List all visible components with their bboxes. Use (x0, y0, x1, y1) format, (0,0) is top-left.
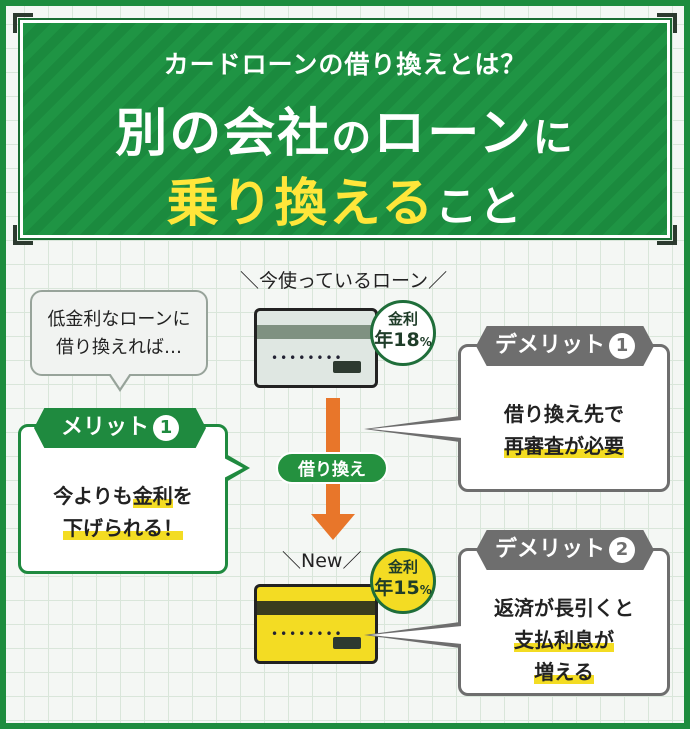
corner-mark (657, 225, 677, 245)
bubble-line: 低金利なローンに (47, 309, 191, 330)
title-text: こと (435, 182, 524, 231)
demerit-number-badge: 2 (609, 537, 635, 563)
demerit-line: 増える (458, 656, 670, 688)
bubble-tail (110, 373, 130, 388)
merit-text-part: を (172, 484, 193, 508)
demerit-highlight: 再審査が必要 (504, 434, 624, 458)
rate-prefix: 年 (374, 329, 394, 351)
rate-label: 金利 (387, 558, 418, 576)
rate-value: 年18% (373, 328, 433, 354)
demerit-pointer (370, 420, 462, 438)
demerit-highlight: 増える (534, 660, 594, 684)
merit-text-part: 今よりも (53, 484, 133, 508)
current-loan-caption: ＼今使っているローン／ (240, 270, 448, 292)
demerit-pointer (370, 626, 462, 644)
banner-title-line2: 乗り換えること (23, 161, 667, 236)
thought-bubble: 低金利なローンに 借り換えれば… (30, 290, 208, 376)
bubble-line: 借り換えれば… (56, 337, 182, 358)
card-chip (333, 637, 361, 649)
rate-label: 金利 (387, 310, 418, 328)
card-number: •••••••• (271, 627, 344, 641)
demerit-number-badge: 1 (609, 333, 635, 359)
demerit-line: 支払利息が (458, 624, 670, 656)
demerit-highlight: 支払利息が (514, 628, 614, 652)
card-stripe (257, 325, 375, 339)
rate-prefix: 年 (374, 577, 394, 599)
new-loan-caption: ＼New／ (282, 550, 362, 572)
demerit-line: 再審査が必要 (458, 430, 670, 462)
title-banner: カードローンの借り換えとは？ 別の会社のローンに 乗り換えること (13, 13, 677, 245)
merit-line: 下げられる！ (18, 512, 228, 544)
arrow-head-icon (311, 514, 355, 540)
card-stripe (257, 601, 375, 615)
rate-number: 15 (393, 577, 420, 599)
merit-highlight: 下げられる！ (63, 516, 183, 540)
demerit-text-1: 借り換え先で 再審査が必要 (458, 398, 670, 462)
corner-mark (13, 13, 33, 33)
demerit-line: 返済が長引くと (494, 596, 634, 620)
new-card-icon: •••••••• (254, 584, 378, 664)
demerit-box-1 (458, 344, 670, 492)
rate-number: 18 (393, 329, 420, 351)
merit-highlight: 金利 (132, 484, 173, 508)
merit-pointer (224, 458, 243, 478)
corner-mark (657, 13, 677, 33)
rate-unit: % (419, 335, 432, 349)
merit-number-badge: 1 (153, 415, 179, 441)
merit-text: 今よりも金利を 下げられる！ (18, 480, 228, 544)
rate-value: 年15% (373, 576, 433, 602)
demerit-text-2: 返済が長引くと 支払利息が 増える (458, 592, 670, 688)
demerit-line: 借り換え先で (504, 402, 624, 426)
demerit-tag-label: デメリット (494, 333, 605, 358)
card-chip (333, 361, 361, 373)
merit-tag-label: メリット (60, 415, 149, 440)
corner-mark (13, 225, 33, 245)
switch-label: 借り換え (276, 452, 388, 484)
current-card-icon: •••••••• (254, 308, 378, 388)
card-number: •••••••• (271, 351, 344, 365)
title-text: の (331, 115, 374, 161)
title-text: 別の会社 (115, 104, 332, 164)
title-text: ローン (373, 104, 533, 164)
rate-unit: % (419, 583, 432, 597)
demerit-tag-label: デメリット (494, 537, 605, 562)
current-rate-badge: 金利 年18% (370, 300, 436, 366)
banner-subtitle: カードローンの借り換えとは？ (163, 50, 527, 79)
title-highlight: 乗り換える (166, 174, 436, 234)
merit-line: 今よりも金利を (18, 480, 228, 512)
title-text: に (532, 115, 575, 161)
banner-title-line1: 別の会社のローンに (23, 91, 667, 166)
new-rate-badge: 金利 年15% (370, 548, 436, 614)
